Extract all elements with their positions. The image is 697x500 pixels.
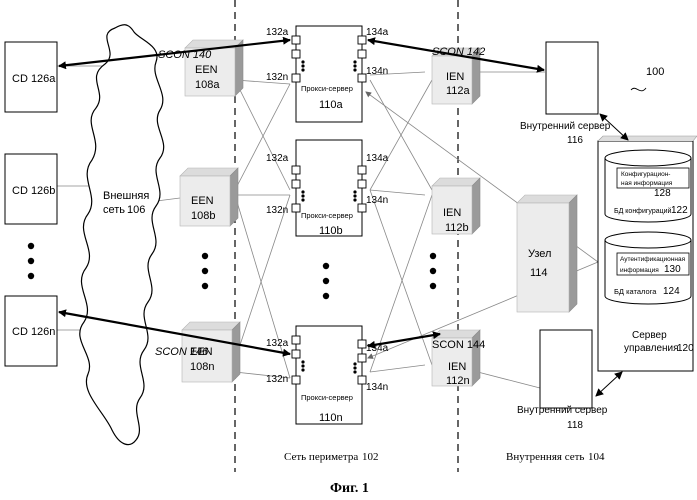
- port-134a-a: 134a: [366, 27, 389, 38]
- proxy-server-n: Прокси-сервер 110n 132a 132n 134a 134n: [266, 326, 389, 424]
- internal-server-116: Внутренний сервер 116: [520, 42, 611, 146]
- een-a-ref: 108a: [195, 79, 220, 91]
- config-db-ref: 122: [671, 205, 688, 216]
- auth-info-line1: Аутентификационная: [620, 256, 686, 263]
- port-132n-a: 132n: [266, 72, 288, 83]
- client-device-n: CD 126n: [5, 296, 57, 366]
- auth-info-ref: 130: [664, 264, 681, 275]
- ien-a-name: IEN: [446, 71, 464, 83]
- internal-server-116-label: Внутренний сервер: [520, 121, 611, 132]
- management-server-ref: 120: [677, 343, 694, 354]
- catalog-db-ref: 124: [663, 286, 680, 297]
- ien-n-name: IEN: [448, 361, 466, 373]
- port-132a-n: 132a: [266, 338, 289, 349]
- zone-internal-ref: 104: [588, 451, 605, 463]
- scon-142-label: SCON 142: [432, 46, 485, 58]
- config-info-line2: ная информация: [621, 180, 673, 187]
- config-info-ref: 128: [654, 188, 671, 199]
- management-server: Конфигурацион- ная информация 128 БД кон…: [598, 136, 697, 371]
- node-114: Узел 114: [517, 195, 577, 312]
- scon-144-line: [368, 334, 440, 346]
- scon-140-label: SCON 140: [158, 49, 212, 61]
- ien-b: IEN 112b: [432, 178, 480, 234]
- catalog-db-label: БД каталога: [614, 287, 657, 296]
- internal-server-116-ref: 116: [567, 135, 583, 146]
- ien-a-ref: 112a: [446, 85, 471, 97]
- port-134a-b: 134a: [366, 153, 389, 164]
- scon-144-label: SCON 144: [432, 339, 485, 351]
- config-info-line1: Конфигурацион-: [621, 171, 670, 178]
- external-network-label-2: сеть: [103, 204, 125, 216]
- external-network-label-1: Внешняя: [103, 190, 149, 202]
- port-132n-n: 132n: [266, 374, 288, 385]
- een-b-name: EEN: [191, 195, 214, 207]
- internal-server-118-label: Внутренний сервер: [517, 405, 608, 416]
- proxy-b-label: Прокси-сервер: [301, 211, 353, 220]
- zone-perimeter-ref: 102: [362, 451, 379, 463]
- port-132a-a: 132a: [266, 27, 289, 38]
- client-device-a-label: CD 126a: [12, 73, 56, 85]
- ien-b-name: IEN: [443, 207, 461, 219]
- een-ellipsis: [202, 253, 208, 289]
- client-device-b-label: CD 126b: [12, 185, 55, 197]
- figure-title: Фиг. 1: [330, 481, 369, 496]
- proxy-a-ref: 110a: [319, 99, 344, 111]
- een-b-ref: 108b: [191, 210, 215, 222]
- proxy-ellipsis: [323, 263, 329, 299]
- internal-server-118-ref: 118: [567, 420, 583, 431]
- config-db-label: БД конфигураций: [614, 207, 672, 215]
- ref-100-squiggle: [631, 88, 646, 91]
- client-device-b: CD 126b: [5, 154, 57, 224]
- een-n-ref: 108n: [190, 361, 214, 373]
- catalog-db: Аутентификационная информация 130 БД кат…: [605, 232, 691, 304]
- ien-ellipsis: [430, 253, 436, 289]
- port-132n-b: 132n: [266, 205, 288, 216]
- port-134n-n: 134n: [366, 382, 388, 393]
- port-134n-b: 134n: [366, 195, 388, 206]
- management-server-line2: управления: [624, 343, 679, 354]
- proxy-a-label: Прокси-сервер: [301, 84, 353, 93]
- ien-n-ref: 112n: [446, 375, 470, 387]
- node-114-label: Узел: [528, 248, 551, 260]
- proxy-b-ref: 110b: [319, 225, 343, 237]
- een-b: EEN 108b: [180, 168, 238, 226]
- client-device-a: CD 126a: [5, 42, 57, 112]
- ien-b-ref: 112b: [445, 222, 469, 234]
- proxy-n-ref: 110n: [319, 412, 343, 424]
- een-a-name: EEN: [195, 64, 218, 76]
- auth-info-line2: информация: [620, 267, 659, 274]
- node-114-ref: 114: [530, 267, 548, 279]
- config-db: Конфигурацион- ная информация 128 БД кон…: [605, 150, 691, 222]
- zone-internal-label: Внутренняя сеть: [506, 451, 584, 463]
- proxy-server-b: Прокси-сервер 110b 132a 132n 134a 134n: [266, 140, 389, 237]
- external-network-ref: 106: [127, 204, 145, 216]
- management-server-line1: Сервер: [632, 330, 667, 341]
- internal-server-118: Внутренний сервер 118: [517, 330, 608, 431]
- client-devices-ellipsis: [28, 243, 34, 279]
- external-network-cloud: Внешняя сеть 106: [80, 25, 164, 445]
- ref-100: 100: [646, 66, 664, 78]
- scon-146-label: SCON 146: [155, 346, 209, 358]
- proxy-n-label: Прокси-сервер: [301, 393, 353, 402]
- arrow-118-to-management: [596, 372, 622, 396]
- port-134n-a: 134n: [366, 66, 388, 77]
- port-132a-b: 132a: [266, 153, 289, 164]
- client-device-n-label: CD 126n: [12, 326, 55, 338]
- zone-perimeter-label: Сеть периметра: [284, 451, 358, 463]
